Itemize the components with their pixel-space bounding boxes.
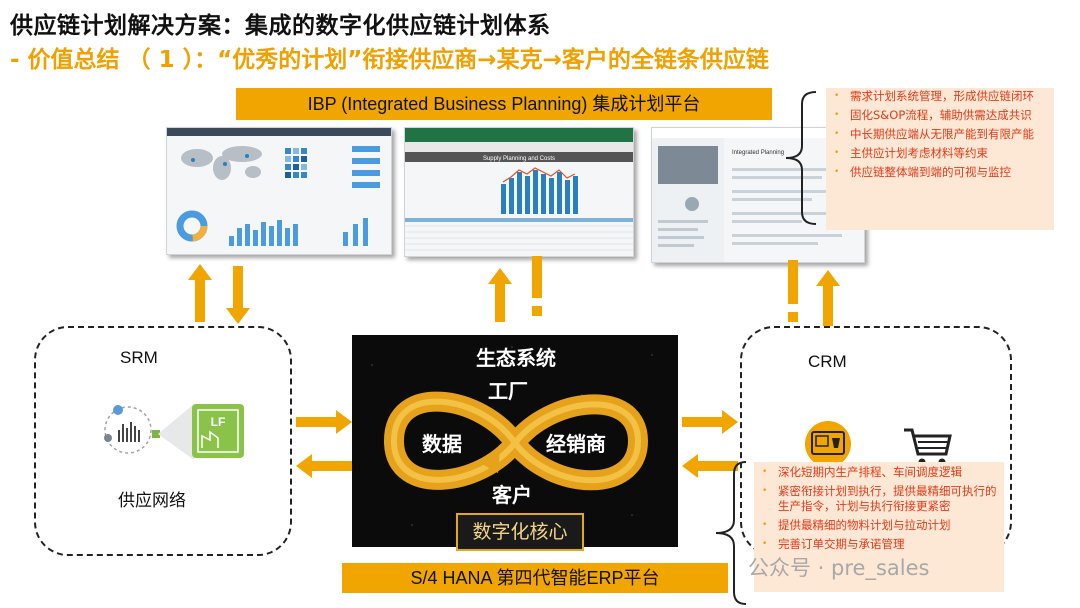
srm-core-arrows: [294, 410, 354, 478]
exclamation-icon: [788, 260, 798, 304]
exclamation-icon: [532, 256, 542, 298]
dealer-label: 经销商: [546, 428, 606, 457]
arrow-up-icon: [816, 270, 840, 326]
erp-notes-bracket: [708, 460, 748, 606]
ibp-note-item: 需求计划系统管理，形成供应链闭环: [830, 89, 1050, 104]
arrow-up-icon: [488, 268, 512, 322]
erp-note-item: 深化短期内生产排程、车间调度逻辑: [758, 465, 1000, 480]
supply-network-icon: LF: [98, 398, 248, 460]
srm-caption: 供应网络: [118, 486, 186, 511]
customer-label: 客户: [492, 479, 532, 508]
ibp-note-item: 中长期供应端从无限产能到有限产能: [830, 127, 1050, 142]
ibp-note-item: 固化S&OP流程，辅助供需达成共识: [830, 108, 1050, 123]
ibp-notes-bracket: [780, 90, 820, 226]
excel-sheet-title: Supply Planning and Costs: [483, 156, 555, 162]
ibp-note-item: 主供应计划考虑材料等约束: [830, 146, 1050, 161]
page-subtitle: - 价值总结 （ 1 ）：“优秀的计划”衔接供应商→某克→客户的全链条供应链: [10, 40, 769, 74]
excel-thumbnail: Supply Planning and Costs: [405, 128, 633, 256]
ibp-excel-screenshot: Supply Planning and Costs: [404, 127, 634, 257]
ecosystem-label: 生态系统: [476, 342, 556, 371]
dashboard-thumbnail: [167, 128, 391, 254]
erp-note-item: 紧密衔接计划到执行，提供最精细可执行的生产指令，计划与执行衔接更紧密: [758, 484, 1000, 514]
watermark: 公众号 · pre_sales: [748, 552, 929, 582]
arrow-right-icon: [296, 410, 352, 434]
arrow-down-icon: [226, 266, 250, 324]
portal-title: Integrated Planning: [732, 150, 784, 156]
lf-badge: LF: [211, 415, 226, 429]
ibp-notes-panel: 需求计划系统管理，形成供应链闭环 固化S&OP流程，辅助供需达成共识 中长期供应…: [826, 88, 1054, 230]
data-label: 数据: [422, 428, 462, 457]
srm-title: SRM: [120, 348, 158, 368]
arrow-left-icon: [296, 454, 352, 478]
erp-platform-bar: S/4 HANA 第四代智能ERP平台: [342, 563, 728, 593]
arrow-up-icon: [188, 264, 212, 322]
arrow-right-icon: [682, 410, 738, 434]
erp-ibp-arrow: [478, 254, 558, 324]
crm-ibp-arrow: [782, 258, 852, 328]
factory-label: 工厂: [488, 375, 528, 404]
erp-note-item: 提供最精细的物料计划与拉动计划: [758, 518, 1000, 533]
erp-note-item: 完善订单交期与承诺管理: [758, 537, 1000, 552]
srm-ibp-arrows: [180, 262, 260, 326]
ibp-platform-bar: IBP (Integrated Business Planning) 集成计划平…: [236, 88, 772, 120]
crm-title: CRM: [808, 352, 847, 372]
ibp-dashboard-screenshot: [166, 127, 392, 255]
shopping-cart-icon: [904, 430, 950, 466]
ibp-note-item: 供应链整体端到端的可视与监控: [830, 165, 1050, 180]
digital-core-label: 数字化核心: [456, 513, 584, 551]
page-title: 供应链计划解决方案：集成的数字化供应链计划体系: [10, 6, 551, 40]
